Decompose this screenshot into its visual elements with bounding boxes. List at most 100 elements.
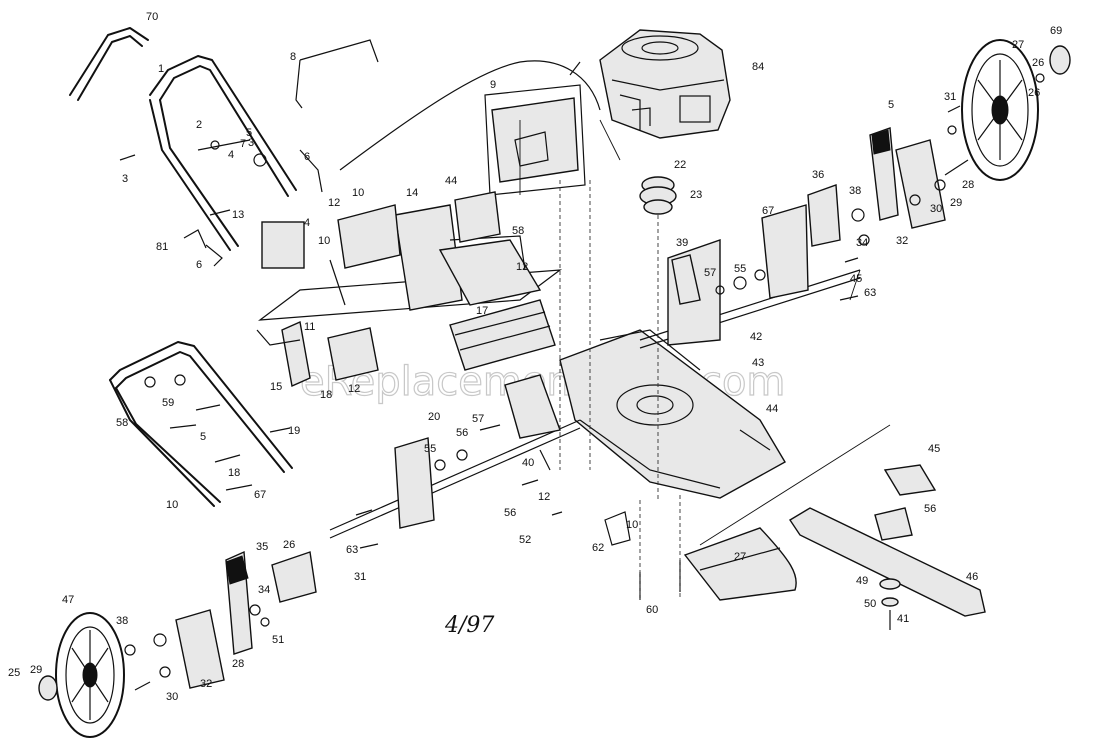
part-callout-43: 43 xyxy=(752,357,764,369)
part-callout-5: 5 xyxy=(888,99,894,111)
part-callout-47: 47 xyxy=(62,594,74,606)
part-callout-12: 12 xyxy=(538,491,550,503)
front-height-adjuster xyxy=(124,550,317,691)
part-callout-1: 1 xyxy=(158,63,164,75)
part-callout-52: 52 xyxy=(519,534,531,546)
part-callout-30: 30 xyxy=(930,203,942,215)
part-callout-60: 60 xyxy=(646,604,658,616)
part-callout-56: 56 xyxy=(456,427,468,439)
part-callout-28: 28 xyxy=(232,658,244,670)
part-callout-26: 26 xyxy=(1028,87,1040,99)
part-callout-30: 30 xyxy=(166,691,178,703)
part-callout-22: 22 xyxy=(674,159,686,171)
part-callout-67: 67 xyxy=(762,205,774,217)
part-callout-9: 9 xyxy=(490,79,496,91)
right-height-adjuster xyxy=(807,105,969,247)
part-callout-70: 70 xyxy=(146,11,158,23)
part-callout-42: 42 xyxy=(750,331,762,343)
part-callout-56: 56 xyxy=(924,503,936,515)
part-callout-27: 27 xyxy=(1012,39,1024,51)
upper-handle xyxy=(69,27,323,267)
part-callout-46: 46 xyxy=(966,571,978,583)
part-callout-3: 3 xyxy=(122,173,128,185)
part-callout-19: 19 xyxy=(288,425,300,437)
part-callout-12: 12 xyxy=(516,261,528,273)
right-rear-wheel xyxy=(961,39,1071,181)
part-callout-55: 55 xyxy=(734,263,746,275)
part-callout-27: 27 xyxy=(734,551,746,563)
part-callout-12: 12 xyxy=(348,383,360,395)
part-callout-26: 26 xyxy=(1032,57,1044,69)
part-callout-18: 18 xyxy=(228,467,240,479)
part-callout-2: 2 xyxy=(196,119,202,131)
part-callout-17: 17 xyxy=(476,305,488,317)
part-callout-10: 10 xyxy=(626,519,638,531)
part-callout-63: 63 xyxy=(346,544,358,556)
part-callout-38: 38 xyxy=(849,185,861,197)
drawing-code: 4/97 xyxy=(444,613,494,638)
part-callout-15: 15 xyxy=(270,381,282,393)
part-callout-57: 57 xyxy=(472,413,484,425)
part-callout-10: 10 xyxy=(352,187,364,199)
part-callout-6: 6 xyxy=(304,151,310,163)
blade-assembly xyxy=(604,464,986,630)
part-callout-13: 13 xyxy=(232,209,244,221)
lower-handle xyxy=(109,341,293,507)
part-callout-49: 49 xyxy=(856,575,868,587)
control-cable xyxy=(295,39,601,171)
part-callout-4: 4 xyxy=(304,217,310,229)
part-callout-32: 32 xyxy=(896,235,908,247)
part-callout-50: 50 xyxy=(864,598,876,610)
part-callout-57: 57 xyxy=(704,267,716,279)
part-callout-18: 18 xyxy=(320,389,332,401)
part-callout-56: 56 xyxy=(504,507,516,519)
part-callout-11: 11 xyxy=(304,321,315,333)
rear-chute-assembly xyxy=(256,84,586,388)
part-callout-28: 28 xyxy=(962,179,974,191)
part-callout-69: 69 xyxy=(1050,25,1062,37)
part-callout-23: 23 xyxy=(690,189,702,201)
part-callout-5: 5 xyxy=(246,127,252,139)
part-callout-8: 8 xyxy=(290,51,296,63)
part-callout-84: 84 xyxy=(752,61,764,73)
part-callout-14: 14 xyxy=(406,187,418,199)
engine xyxy=(599,29,731,139)
part-callout-12: 12 xyxy=(328,197,340,209)
part-callout-36: 36 xyxy=(812,169,824,181)
part-callout-6: 6 xyxy=(196,259,202,271)
part-callout-59: 59 xyxy=(162,397,174,409)
part-callout-20: 20 xyxy=(428,411,440,423)
part-callout-44: 44 xyxy=(766,403,778,415)
part-callout-34: 34 xyxy=(856,237,868,249)
part-callout-39: 39 xyxy=(676,237,688,249)
part-callout-29: 29 xyxy=(950,197,962,209)
part-callout-10: 10 xyxy=(318,235,330,247)
part-callout-31: 31 xyxy=(944,91,956,103)
part-callout-58: 58 xyxy=(512,225,524,237)
part-callout-4: 4 xyxy=(228,149,234,161)
part-callout-10: 10 xyxy=(166,499,178,511)
part-callout-44: 44 xyxy=(445,175,457,187)
part-callout-62: 62 xyxy=(592,542,604,554)
part-callout-41: 41 xyxy=(897,613,909,625)
part-callout-26: 26 xyxy=(283,539,295,551)
part-callout-29: 29 xyxy=(30,664,42,676)
part-callout-51: 51 xyxy=(272,634,284,646)
part-callout-5: 5 xyxy=(200,431,206,443)
part-callout-38: 38 xyxy=(116,615,128,627)
part-callout-25: 25 xyxy=(8,667,20,679)
part-callout-81: 81 xyxy=(156,241,168,253)
part-callout-34: 34 xyxy=(258,584,270,596)
front-left-wheel xyxy=(38,612,125,738)
part-callout-40: 40 xyxy=(522,457,534,469)
part-callout-45: 45 xyxy=(928,443,940,455)
assembly-guide-lines xyxy=(519,119,891,600)
rear-axle-assembly xyxy=(639,204,861,349)
part-callout-55: 55 xyxy=(424,443,436,455)
part-callout-67: 67 xyxy=(254,489,266,501)
part-callout-3: 3 xyxy=(248,137,254,149)
front-axle-assembly xyxy=(329,374,581,549)
